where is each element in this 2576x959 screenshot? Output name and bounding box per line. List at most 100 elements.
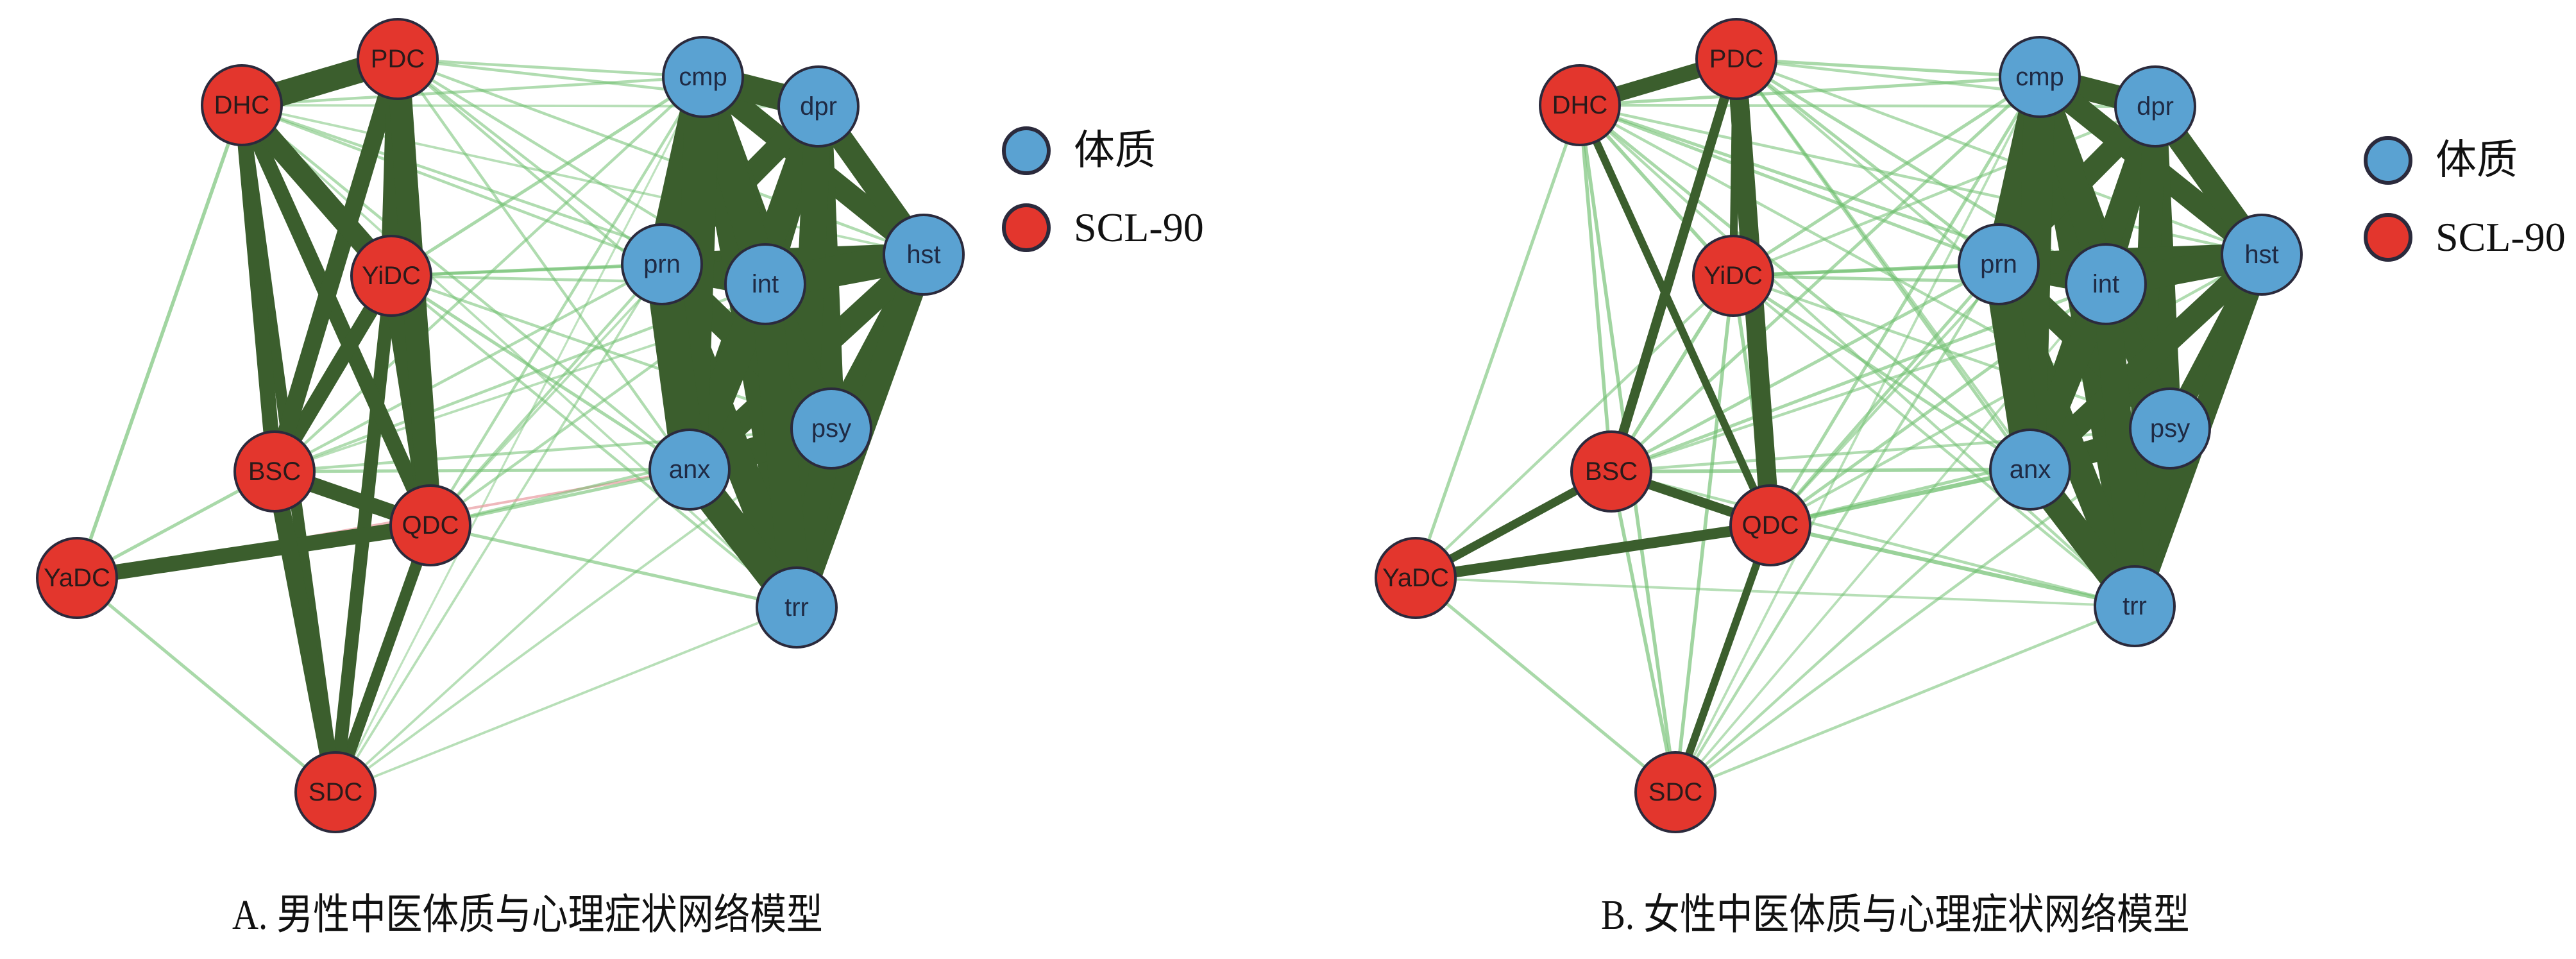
edge-DHC-QDC (1576, 103, 1774, 527)
edge-BSC-SDC (1609, 471, 1677, 793)
edge-YiDC-cmp (390, 75, 704, 278)
node-QDC: QDC (1729, 484, 1811, 566)
edge-SDC-anx (334, 468, 691, 794)
edge-PDC-anx (1734, 58, 2032, 471)
edge-PDC-cmp (1736, 57, 2040, 79)
node-label-SDC: SDC (309, 778, 362, 806)
node-circle-trr (756, 566, 838, 649)
node-YaDC: YaDC (1375, 537, 1457, 619)
node-label-PDC: PDC (1709, 45, 1763, 73)
edge-QDC-YaDC (76, 518, 432, 586)
edge-YiDC-anx (390, 274, 691, 471)
node-QDC: QDC (389, 484, 471, 566)
node-circle-cmp (662, 36, 744, 118)
legend-item-scl90: SCL-90 (2364, 213, 2566, 262)
legend-label: SCL-90 (1074, 205, 1204, 250)
node-circle-QDC (389, 484, 471, 566)
node-label-trr: trr (784, 593, 809, 622)
edge-QDC-prn (1769, 263, 2000, 527)
node-int: int (2065, 243, 2147, 325)
node-circle-hst (2221, 214, 2303, 296)
edge-SDC-cmp (334, 76, 704, 793)
node-circle-dpr (777, 65, 860, 148)
node-YaDC: YaDC (36, 537, 118, 619)
edge-PDC-cmp (397, 57, 704, 79)
node-circle-cmp (1999, 36, 2081, 118)
node-hst: hst (883, 214, 965, 296)
edge-YaDC-DHC (75, 105, 244, 579)
node-YiDC: YiDC (1692, 235, 1774, 317)
node-circle-anx (1989, 429, 2071, 511)
edge-int-trr (2092, 283, 2148, 607)
node-label-hst: hst (2244, 241, 2278, 269)
edge-QDC-trr (430, 523, 797, 609)
node-label-DHC: DHC (214, 91, 270, 119)
edge-SDC-trr (1675, 604, 2135, 794)
node-circle-psy (2129, 387, 2211, 470)
edge-YiDC-prn (391, 262, 663, 278)
edge-PDC-BSC (266, 56, 406, 474)
network-graph-b: PDCDHCYiDCBSCQDCYaDCSDCcmpdprprninthstps… (1375, 18, 2303, 833)
node-label-hst: hst (906, 241, 940, 269)
node-circle-PDC (1695, 18, 1777, 100)
edge-YiDC-anx (1732, 274, 2031, 471)
edge-BSC-anx (1611, 468, 2031, 473)
node-circle-int (724, 243, 806, 325)
node-trr: trr (756, 566, 838, 649)
node-SDC: SDC (294, 751, 377, 833)
edge-DHC-prn (1579, 103, 1999, 266)
node-BSC: BSC (1570, 430, 1652, 513)
edge-PDC-BSC (1606, 57, 1741, 473)
node-psy: psy (790, 387, 872, 470)
node-label-SDC: SDC (1648, 778, 1702, 806)
edge-BSC-cmp (273, 76, 704, 473)
edge-YiDC-trr (390, 275, 798, 609)
edge-BSC-prn (1610, 262, 2000, 473)
node-label-psy: psy (2150, 414, 2190, 443)
node-label-trr: trr (2123, 592, 2147, 620)
node-label-YiDC: YiDC (362, 262, 421, 290)
network-graph-a: PDCDHCYiDCBSCQDCYaDCSDCcmpdprprninthstps… (36, 18, 965, 833)
node-circle-PDC (357, 18, 439, 100)
node-label-BSC: BSC (1585, 457, 1638, 486)
node-PDC: PDC (357, 18, 439, 100)
node-label-dpr: dpr (2137, 92, 2174, 121)
node-label-DHC: DHC (1552, 91, 1608, 119)
node-label-prn: prn (1980, 250, 2017, 278)
node-circle-BSC (1570, 430, 1652, 513)
node-circle-prn (621, 223, 703, 305)
node-circle-YaDC (1375, 537, 1457, 619)
node-DHC: DHC (201, 64, 283, 146)
edge-BSC-prn (273, 263, 663, 473)
node-circle-YiDC (1692, 235, 1774, 317)
legend-swatch-red-icon (1002, 203, 1051, 252)
node-BSC: BSC (233, 430, 316, 513)
node-circle-YiDC (350, 235, 432, 317)
edge-QDC-SDC (330, 523, 436, 795)
legend-swatch-blue-icon (2364, 136, 2412, 185)
caption-panel-a: A. 男性中医体质与心理症状网络模型 (232, 892, 823, 938)
edge-BSC-anx (274, 468, 690, 473)
edge-DHC-trr (241, 104, 798, 609)
edge-YiDC-cmp (1732, 75, 2041, 278)
edge-YiDC-dpr (1733, 105, 2156, 278)
node-SDC: SDC (1634, 751, 1716, 833)
legend-item-constitution: 体质 (1002, 126, 1156, 175)
node-anx: anx (648, 429, 731, 511)
node-PDC: PDC (1695, 18, 1777, 100)
edge-YaDC-trr (1415, 577, 2135, 607)
legend-label: SCL-90 (2436, 214, 2566, 260)
node-circle-DHC (1539, 64, 1621, 146)
edge-DHC-cmp (241, 75, 704, 107)
node-circle-DHC (201, 64, 283, 146)
edge-PDC-prn (396, 58, 663, 266)
node-circle-YaDC (36, 537, 118, 619)
edge-PDC-anx (396, 58, 691, 471)
edge-BSC-trr (1611, 470, 2135, 608)
node-prn: prn (1958, 223, 2040, 305)
node-circle-prn (1958, 223, 2040, 305)
node-psy: psy (2129, 387, 2211, 470)
node-label-int: int (2092, 270, 2119, 298)
